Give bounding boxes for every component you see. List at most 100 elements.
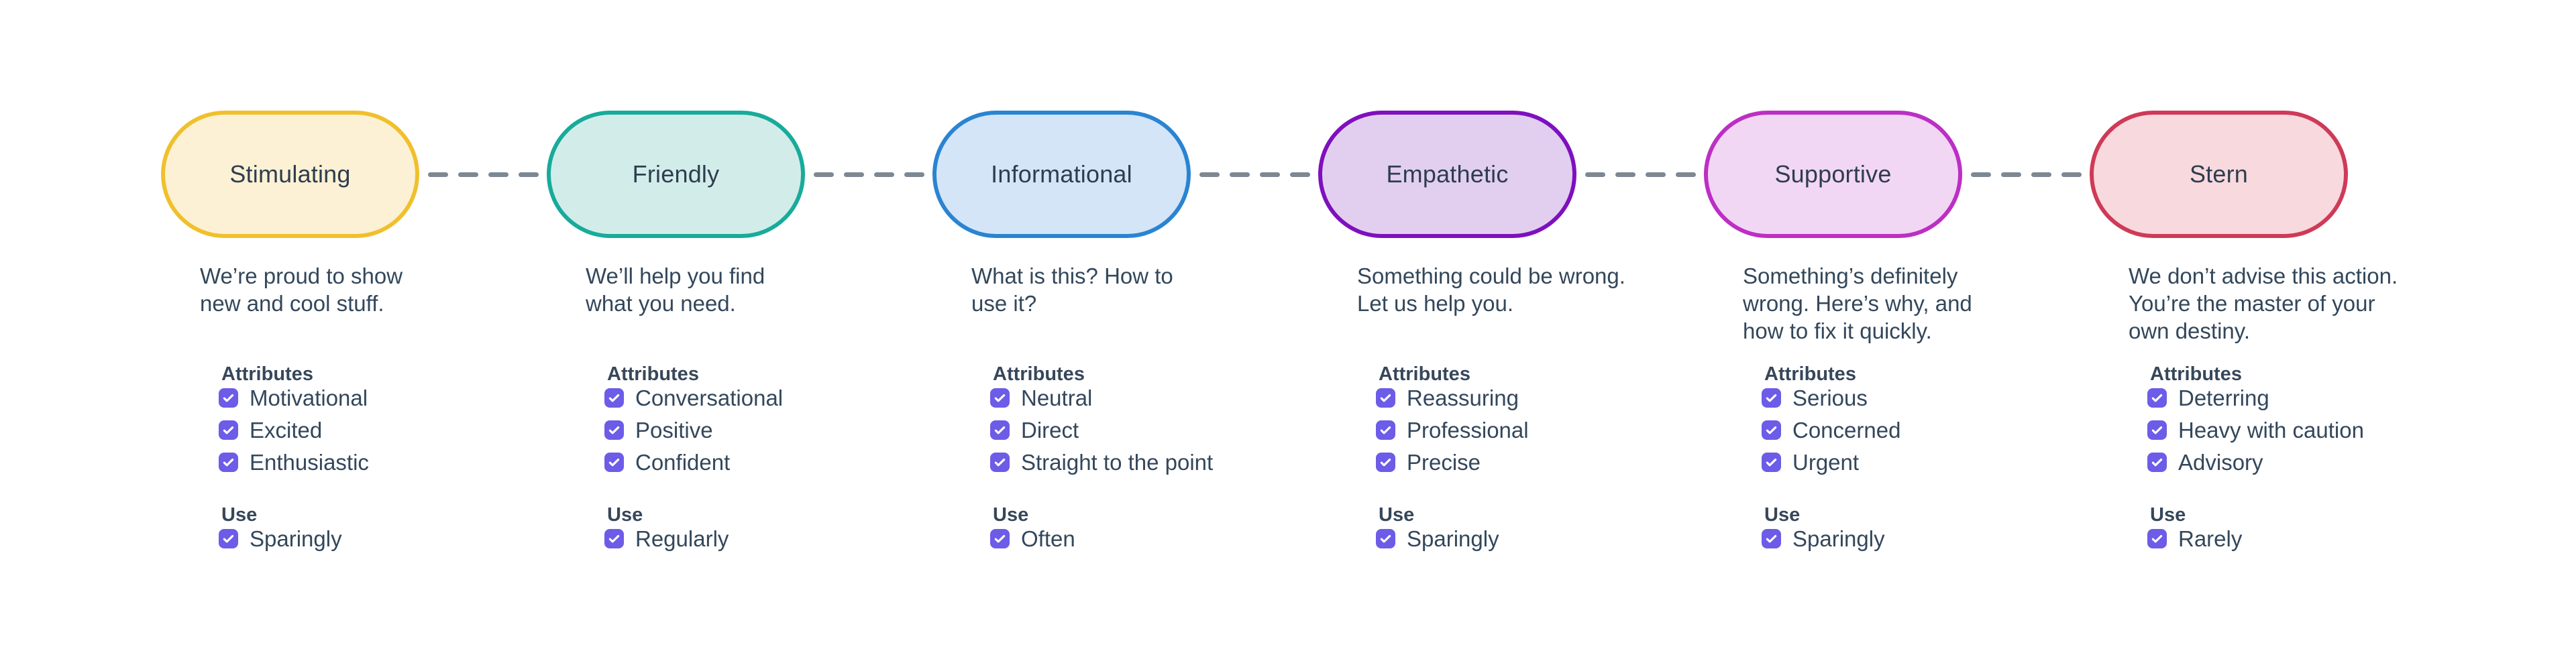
attribute-row: Direct bbox=[990, 417, 1191, 442]
checkbox-checked-icon[interactable] bbox=[1762, 529, 1781, 548]
attributes-header: Attributes bbox=[1379, 363, 1470, 385]
attributes-section: Attributes Serious Concerned Urgent bbox=[1762, 364, 1962, 485]
tone-label: Friendly bbox=[632, 160, 720, 188]
attribute-label: Heavy with caution bbox=[2178, 417, 2364, 442]
checkbox-checked-icon[interactable] bbox=[604, 388, 624, 408]
use-section: Use Sparingly bbox=[1376, 505, 1576, 561]
use-row: Often bbox=[990, 526, 1191, 551]
attribute-label: Advisory bbox=[2178, 449, 2263, 475]
checkbox-checked-icon[interactable] bbox=[1376, 420, 1395, 440]
checkbox-checked-icon[interactable] bbox=[219, 420, 238, 440]
attribute-row: Urgent bbox=[1762, 449, 1962, 475]
connector-dashed-line bbox=[805, 111, 932, 238]
attribute-label: Serious bbox=[1792, 385, 1868, 410]
attributes-section: Attributes Neutral Direct Straight to th… bbox=[990, 363, 1213, 485]
checkbox-checked-icon[interactable] bbox=[990, 388, 1010, 408]
tone-pill: Friendly bbox=[547, 111, 805, 238]
tone-pill: Informational bbox=[932, 111, 1191, 238]
attribute-label: Positive bbox=[635, 417, 713, 442]
attribute-label: Direct bbox=[1021, 417, 1079, 442]
checkbox-checked-icon[interactable] bbox=[2147, 420, 2167, 440]
attribute-label: Deterring bbox=[2178, 385, 2269, 410]
attribute-label: Precise bbox=[1407, 449, 1481, 475]
checkbox-checked-icon[interactable] bbox=[990, 420, 1010, 440]
use-label: Regularly bbox=[635, 526, 729, 551]
checkbox-checked-icon[interactable] bbox=[219, 529, 238, 548]
attribute-label: Concerned bbox=[1792, 417, 1901, 442]
tone-label: Supportive bbox=[1774, 160, 1892, 188]
tone-pill: Stern bbox=[2090, 111, 2348, 238]
checkbox-checked-icon[interactable] bbox=[1762, 453, 1781, 472]
tone-label: Informational bbox=[991, 160, 1132, 188]
attributes-section: Attributes Deterring Heavy with caution … bbox=[2147, 363, 2364, 485]
use-section: Use Sparingly bbox=[1762, 505, 1962, 561]
use-row: Rarely bbox=[2147, 526, 2348, 551]
tone-column-informational: Informational What is this? How to use i… bbox=[932, 111, 1213, 561]
use-label: Sparingly bbox=[1792, 526, 1885, 551]
checkbox-checked-icon[interactable] bbox=[604, 529, 624, 548]
tone-label: Stimulating bbox=[229, 160, 351, 188]
attribute-row: Professional bbox=[1376, 417, 1576, 442]
use-label: Sparingly bbox=[250, 526, 342, 551]
checkbox-checked-icon[interactable] bbox=[1762, 420, 1781, 440]
use-row: Sparingly bbox=[1762, 526, 1962, 551]
use-row: Sparingly bbox=[219, 526, 419, 551]
checkbox-checked-icon[interactable] bbox=[1376, 453, 1395, 472]
attributes-header: Attributes bbox=[221, 363, 313, 385]
use-section: Use Regularly bbox=[604, 505, 805, 561]
checkbox-checked-icon[interactable] bbox=[990, 529, 1010, 548]
use-label: Sparingly bbox=[1407, 526, 1499, 551]
tone-column-supportive: Supportive Something’s definitely wrong.… bbox=[1704, 111, 1972, 561]
attributes-header: Attributes bbox=[1764, 363, 1856, 385]
attribute-label: Enthusiastic bbox=[250, 449, 369, 475]
attribute-row: Serious bbox=[1762, 385, 1962, 410]
attribute-label: Motivational bbox=[250, 385, 368, 410]
attribute-label: Professional bbox=[1407, 417, 1529, 442]
attribute-row: Neutral bbox=[990, 385, 1191, 410]
attribute-label: Straight to the point bbox=[1021, 449, 1214, 475]
attribute-label: Neutral bbox=[1021, 385, 1093, 410]
checkbox-checked-icon[interactable] bbox=[990, 453, 1010, 472]
use-header: Use bbox=[1764, 504, 1801, 526]
connector-dashed-line bbox=[419, 111, 547, 238]
checkbox-checked-icon[interactable] bbox=[604, 453, 624, 472]
attributes-section: Attributes Conversational Positive Confi… bbox=[604, 364, 805, 485]
tone-description: Something could be wrong. Let us help yo… bbox=[1357, 263, 1625, 316]
checkbox-checked-icon[interactable] bbox=[2147, 529, 2167, 548]
checkbox-checked-icon[interactable] bbox=[604, 420, 624, 440]
tone-pill: Empathetic bbox=[1318, 111, 1576, 238]
use-header: Use bbox=[1379, 504, 1415, 526]
attribute-row: Conversational bbox=[604, 386, 805, 410]
use-section: Use Sparingly bbox=[219, 505, 419, 561]
diagram-row: Stimulating We’re proud to show new and … bbox=[161, 111, 2398, 561]
attribute-row: Concerned bbox=[1762, 417, 1962, 442]
checkbox-checked-icon[interactable] bbox=[1762, 388, 1781, 408]
attribute-row: Advisory bbox=[2147, 449, 2348, 475]
checkbox-checked-icon[interactable] bbox=[219, 453, 238, 472]
attribute-row: Reassuring bbox=[1376, 386, 1576, 410]
attribute-row: Confident bbox=[604, 450, 805, 475]
attribute-row: Positive bbox=[604, 417, 805, 442]
use-section: Use Often bbox=[990, 505, 1191, 561]
use-header: Use bbox=[221, 504, 258, 526]
use-header: Use bbox=[993, 504, 1029, 526]
tone-description: We’ll help you find what you need. bbox=[586, 263, 765, 316]
use-section: Use Rarely bbox=[2147, 505, 2348, 561]
attributes-header: Attributes bbox=[993, 363, 1085, 385]
use-label: Rarely bbox=[2178, 526, 2243, 551]
checkbox-checked-icon[interactable] bbox=[1376, 388, 1395, 408]
use-row: Sparingly bbox=[1376, 526, 1576, 551]
tone-label: Stern bbox=[2189, 160, 2249, 188]
checkbox-checked-icon[interactable] bbox=[2147, 388, 2167, 408]
checkbox-checked-icon[interactable] bbox=[2147, 453, 2167, 472]
attributes-header: Attributes bbox=[2150, 363, 2242, 385]
attribute-row: Motivational bbox=[219, 385, 419, 410]
checkbox-checked-icon[interactable] bbox=[1376, 529, 1395, 548]
tone-column-empathetic: Empathetic Something could be wrong. Let… bbox=[1318, 111, 1625, 561]
attribute-row: Precise bbox=[1376, 449, 1576, 475]
tone-column-friendly: Friendly We’ll help you find what you ne… bbox=[547, 111, 805, 561]
checkbox-checked-icon[interactable] bbox=[219, 388, 238, 408]
attribute-row: Straight to the point bbox=[990, 450, 1213, 475]
attribute-label: Urgent bbox=[1792, 449, 1860, 475]
